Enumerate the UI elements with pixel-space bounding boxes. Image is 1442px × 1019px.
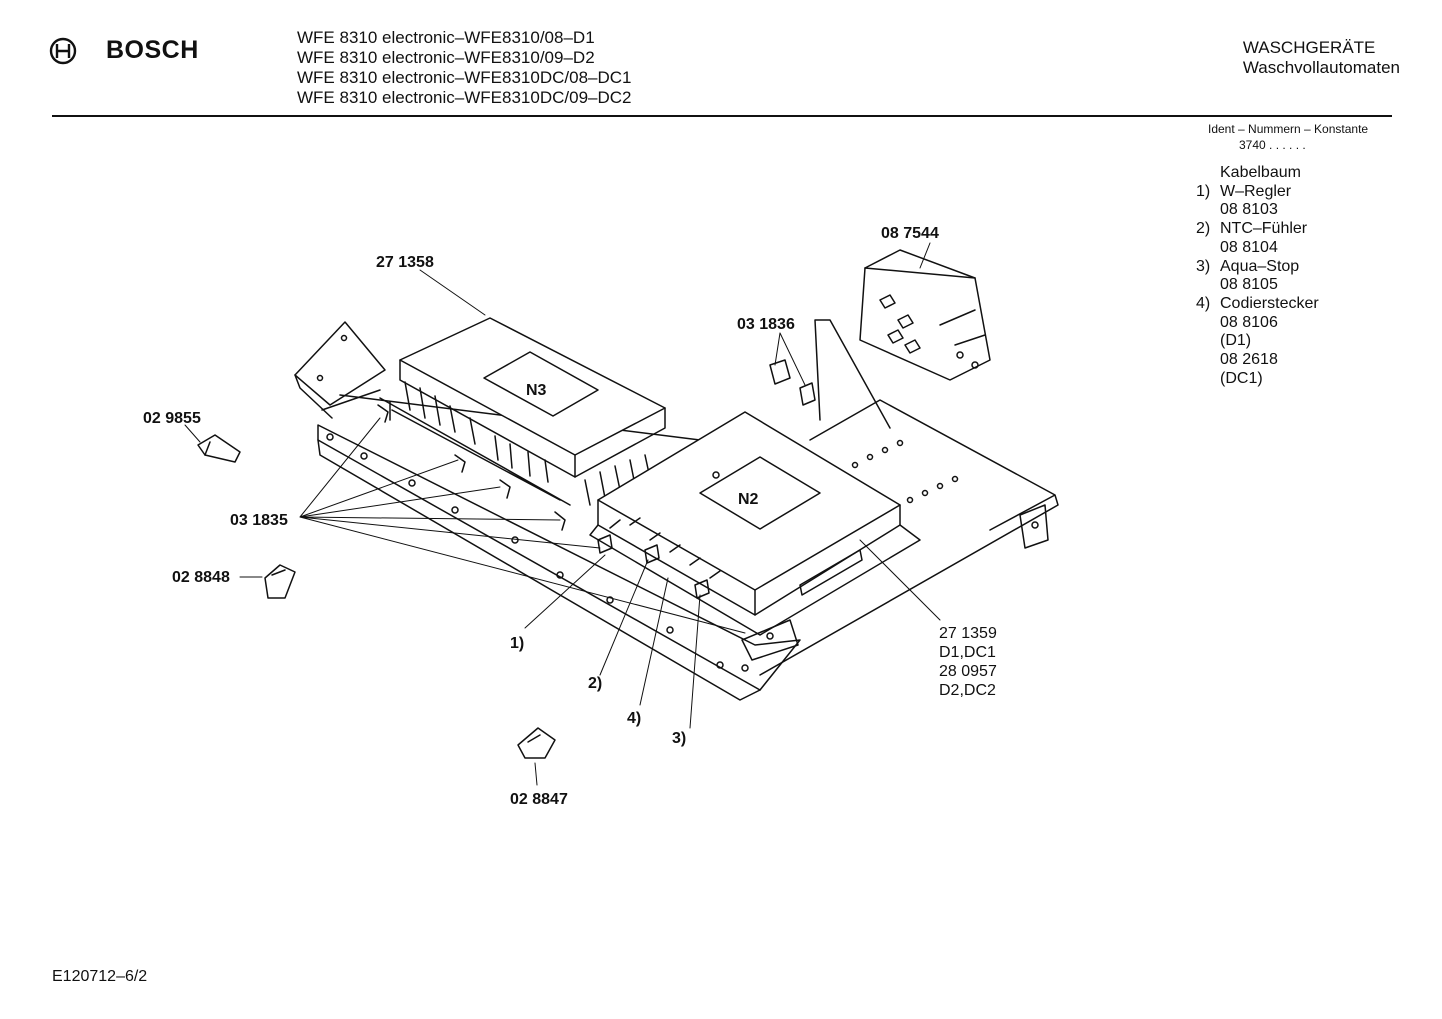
model-line: WFE 8310 electronic–WFE8310/08–D1 — [297, 28, 595, 47]
connector-02-8847 — [517, 727, 556, 759]
legend: Kabelbaum 1)W–Regler 08 8103 2)NTC–Fühle… — [1196, 164, 1319, 388]
callout-label: 4) — [627, 710, 641, 727]
pcb-note: 27 1359 — [939, 625, 997, 642]
callout-label: 2) — [588, 675, 602, 692]
legend-item: 2)NTC–Fühler — [1196, 220, 1308, 238]
legend-item: 4)Codierstecker — [1196, 294, 1319, 312]
brand-name: BOSCH — [106, 36, 199, 64]
model-list: WFE 8310 electronic–WFE8310/08–D1 WFE 83… — [297, 28, 631, 108]
clip-03-1836 — [769, 359, 816, 406]
legend-part: 08 8103 — [1220, 201, 1278, 219]
part-label: 02 8848 — [172, 569, 230, 586]
ident-block: Ident – Nummern – Konstante 3740 . . . .… — [1208, 121, 1368, 153]
pcb-note: D1,DC1 — [939, 644, 996, 661]
right-tray — [759, 319, 1059, 676]
module-n3 — [377, 317, 666, 531]
legend-part: 08 8106 — [1220, 313, 1278, 331]
connector-02-9855 — [197, 434, 241, 463]
legend-part: 08 8104 — [1220, 238, 1278, 256]
part-label: 27 1358 — [376, 254, 434, 271]
ident-label: Ident – Nummern – Konstante — [1208, 122, 1369, 136]
part-label: 02 9855 — [143, 410, 201, 427]
bosch-armature-icon — [49, 37, 77, 65]
legend-item: 1)W–Regler — [1196, 182, 1292, 200]
callout-label: 3) — [672, 730, 686, 747]
left-bracket — [294, 321, 386, 419]
part-label: 03 1835 — [230, 512, 288, 529]
pcb-note: D2,DC2 — [939, 682, 996, 699]
model-line: WFE 8310 electronic–WFE8310DC/09–DC2 — [297, 88, 632, 107]
legend-title: Kabelbaum — [1220, 164, 1301, 181]
legend-part: 08 8105 — [1220, 276, 1278, 294]
module-label-n3: N3 — [526, 382, 547, 399]
category-title: WASCHGERÄTE — [1242, 38, 1376, 57]
callout-label: 1) — [510, 635, 524, 652]
legend-variant: (DC1) — [1220, 369, 1263, 387]
part-label: 08 7544 — [881, 225, 939, 242]
relay-box — [859, 249, 991, 381]
ident-constant: 3740 . . . . . . — [1239, 138, 1306, 152]
pcb-note: 28 0957 — [939, 663, 997, 680]
connector-02-8848 — [264, 564, 296, 599]
legend-item: 3)Aqua–Stop — [1196, 257, 1300, 275]
part-label: 02 8847 — [510, 791, 568, 808]
part-label: 03 1836 — [737, 316, 795, 333]
bosch-logo: BOSCH — [48, 36, 208, 68]
model-line: WFE 8310 electronic–WFE8310DC/08–DC1 — [297, 68, 632, 87]
category-subtitle: Waschvollautomaten — [1242, 58, 1400, 77]
legend-part: 08 2618 — [1220, 351, 1278, 369]
header-divider — [52, 115, 1392, 117]
category-block: WASCHGERÄTE Waschvollautomaten — [1243, 38, 1400, 78]
model-line: WFE 8310 electronic–WFE8310/09–D2 — [297, 48, 595, 67]
drawing-code: E120712–6/2 — [52, 968, 148, 985]
leader-lines — [184, 242, 941, 786]
module-n2 — [589, 411, 921, 661]
module-label-n2: N2 — [738, 491, 759, 508]
legend-variant: (D1) — [1220, 332, 1252, 350]
